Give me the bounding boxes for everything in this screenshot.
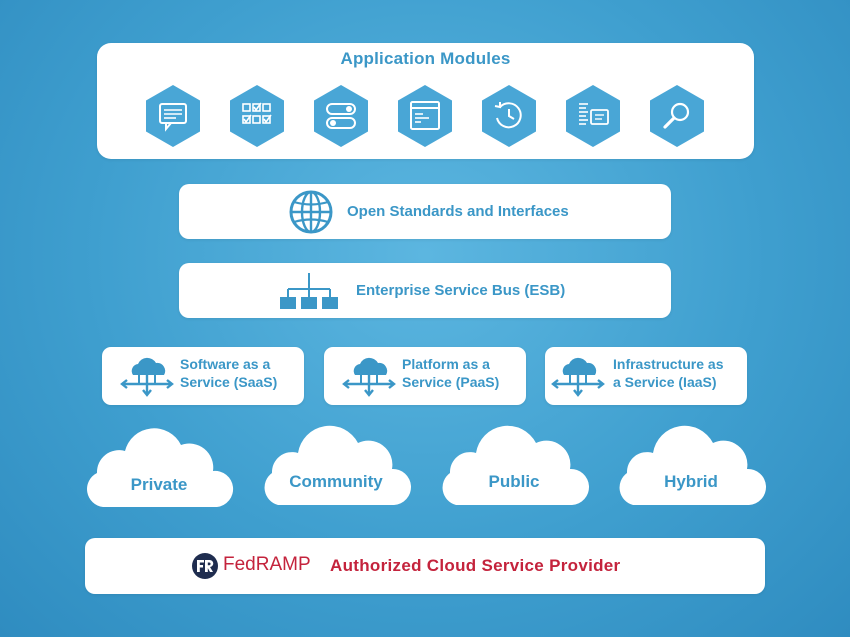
toggle-icon xyxy=(312,84,370,148)
hierarchy-icon xyxy=(280,273,338,309)
cloud-public: Public xyxy=(438,425,590,509)
globe-icon xyxy=(289,190,333,234)
cloud-network-icon xyxy=(120,357,174,397)
clock-icon xyxy=(480,84,538,148)
cloud-network-icon xyxy=(551,357,605,397)
cloud-hybrid-label: Hybrid xyxy=(664,472,718,491)
open-standards-label: Open Standards and Interfaces xyxy=(347,203,569,220)
window-icon xyxy=(396,84,454,148)
application-modules-title: Application Modules xyxy=(340,49,511,68)
application-modules-panel: Application Modules xyxy=(97,43,754,159)
cloud-public-label: Public xyxy=(488,472,540,491)
cloud-private: Private xyxy=(83,425,235,509)
cloud-community: Community xyxy=(260,425,412,509)
search-icon xyxy=(648,84,706,148)
esb-panel: Enterprise Service Bus (ESB) xyxy=(179,263,671,318)
esb-label: Enterprise Service Bus (ESB) xyxy=(356,282,566,299)
checklist-icon xyxy=(228,84,286,148)
cloud-network-icon xyxy=(342,357,396,397)
fedramp-tagline: Authorized Cloud Service Provider xyxy=(330,556,621,575)
message-icon xyxy=(144,84,202,148)
cloud-private-label: Private xyxy=(130,475,188,494)
list-card-icon xyxy=(564,84,622,148)
fedramp-logo-icon xyxy=(192,553,218,579)
open-standards-panel: Open Standards and Interfaces xyxy=(179,184,671,239)
fedramp-brand: FedRAMP xyxy=(223,554,311,575)
fedramp-panel: FedRAMP Authorized Cloud Service Provide… xyxy=(85,538,765,594)
cloud-hybrid: Hybrid xyxy=(615,425,767,509)
cloud-community-label: Community xyxy=(289,472,383,491)
